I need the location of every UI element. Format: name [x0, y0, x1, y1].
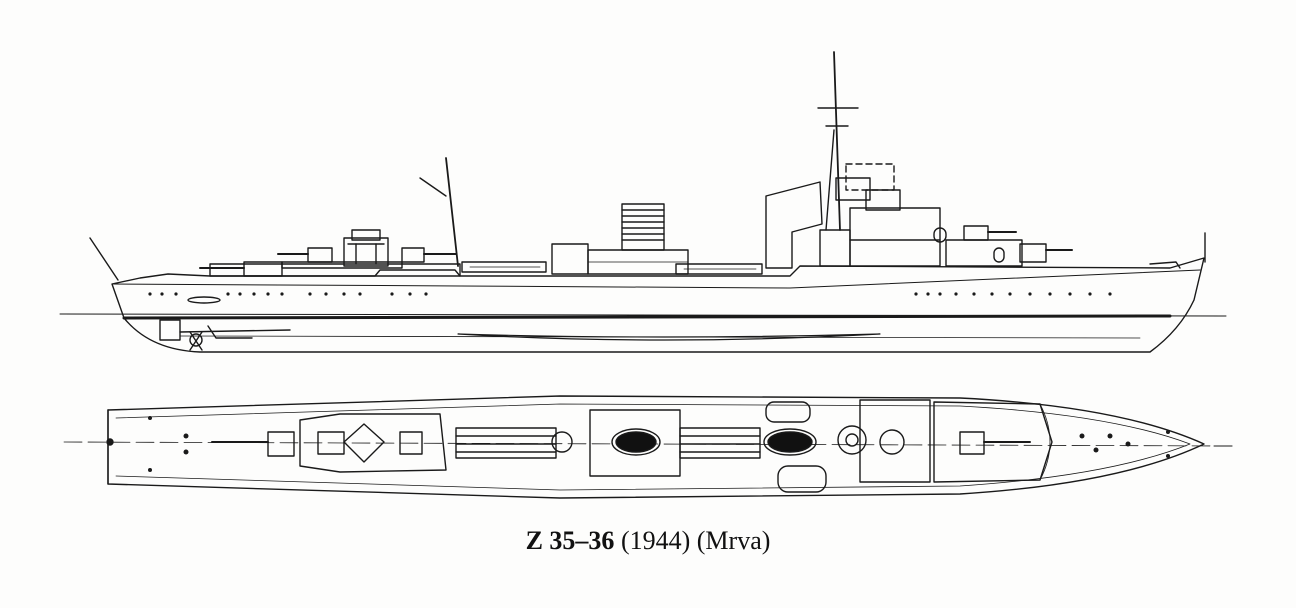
aft-control-position	[343, 229, 389, 267]
bilge-keel	[457, 333, 881, 341]
radar-antenna	[845, 163, 895, 191]
deck-fittings	[148, 416, 1170, 472]
forward-turret-plan	[933, 401, 1053, 483]
ship-designation: Z 35–36	[525, 526, 615, 555]
shaft-bracket	[207, 325, 253, 339]
torpedo-tubes-forward	[675, 263, 763, 275]
aft-deckhouse	[209, 263, 461, 277]
aft-turret-plan	[211, 431, 295, 457]
propeller-shaft	[179, 329, 291, 333]
aft-gun-turret	[277, 247, 333, 263]
mainmast-gaff	[419, 177, 447, 197]
aft-gun-turret	[199, 261, 283, 277]
drawing-year: (1944)	[620, 526, 691, 555]
torpedo-tubes-aft	[461, 261, 547, 273]
foremast-tripod	[825, 129, 835, 231]
name-plate	[187, 296, 221, 304]
anchor-gear	[1149, 261, 1181, 269]
rudder	[159, 319, 181, 341]
aft-superstructure-plan	[299, 413, 447, 473]
forecastle-break	[1039, 403, 1051, 481]
mainmast	[445, 157, 459, 267]
plan-view	[63, 395, 1233, 499]
torpedo-mount-forward-plan	[679, 427, 761, 459]
propeller-blade	[189, 331, 203, 351]
aft-gun-platform	[281, 261, 403, 269]
deck-line	[111, 269, 1201, 289]
bridge-plan	[763, 399, 931, 493]
funnel	[621, 203, 665, 251]
torpedo-mount-aft-plan	[455, 427, 573, 459]
portholes-aft	[148, 292, 428, 296]
drawing-caption: Z 35–36 (1944) (Mrva)	[0, 526, 1296, 556]
forward-gun-turret	[963, 225, 1017, 241]
stern-jack	[106, 438, 114, 446]
foremast	[833, 51, 841, 231]
portholes-forward	[914, 292, 1112, 296]
midships-deckhouse	[551, 243, 589, 275]
forward-deckhouse	[945, 239, 1023, 267]
forward-gun-turret	[1019, 243, 1073, 263]
aft-gun-turret	[401, 247, 457, 263]
stern-jackstaff	[89, 237, 119, 281]
side-profile-view	[59, 51, 1227, 353]
funnel-plan	[589, 409, 681, 477]
ship-line-drawing	[59, 51, 1233, 499]
hull-outline	[111, 257, 1205, 353]
boot-topping	[122, 314, 1172, 320]
deck-outline	[107, 395, 1205, 499]
drawing-credit: (Mrva)	[696, 526, 771, 555]
bridge-structure	[765, 177, 947, 269]
propeller	[189, 333, 203, 347]
